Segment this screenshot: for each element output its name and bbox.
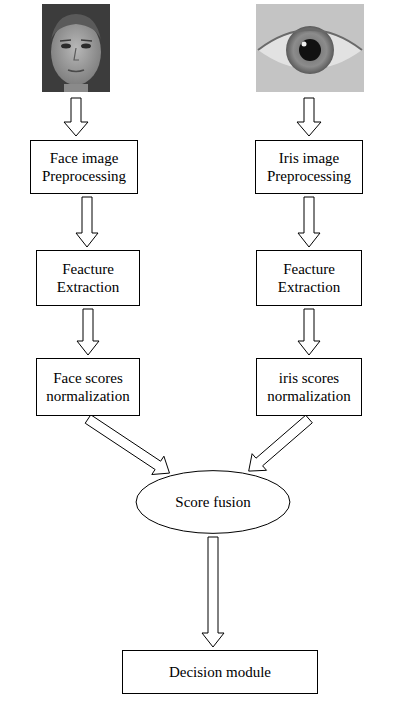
node-label: Decision module xyxy=(169,663,271,681)
node-label: Feacture Extraction xyxy=(263,260,355,296)
process-box: iris scores normalization xyxy=(256,358,362,416)
block-arrow xyxy=(298,197,320,247)
process-box: Face image Preprocessing xyxy=(30,140,138,194)
node-label: Score fusion xyxy=(175,493,250,511)
fusion-ellipse: Score fusion xyxy=(135,470,291,534)
node-label: Iris image Preprocessing xyxy=(262,149,356,185)
block-arrow xyxy=(249,415,313,471)
block-arrow xyxy=(76,197,98,247)
block-arrow xyxy=(297,98,321,136)
process-box: Feacture Extraction xyxy=(256,250,362,306)
process-box: Feacture Extraction xyxy=(36,250,140,306)
node-label: iris scores normalization xyxy=(263,369,355,405)
node-label: Feacture Extraction xyxy=(43,260,133,296)
block-arrow xyxy=(77,309,99,355)
block-arrow xyxy=(64,98,88,136)
node-label: Face image Preprocessing xyxy=(37,149,131,185)
eye-photo xyxy=(256,4,364,92)
process-box: Face scores normalization xyxy=(36,358,140,416)
block-arrow xyxy=(85,415,169,475)
face-photo xyxy=(42,4,110,92)
block-arrow xyxy=(202,537,224,647)
decision-box: Decision module xyxy=(122,650,318,694)
block-arrow xyxy=(298,309,320,355)
node-label: Face scores normalization xyxy=(43,369,133,405)
process-box: Iris image Preprocessing xyxy=(255,140,363,194)
